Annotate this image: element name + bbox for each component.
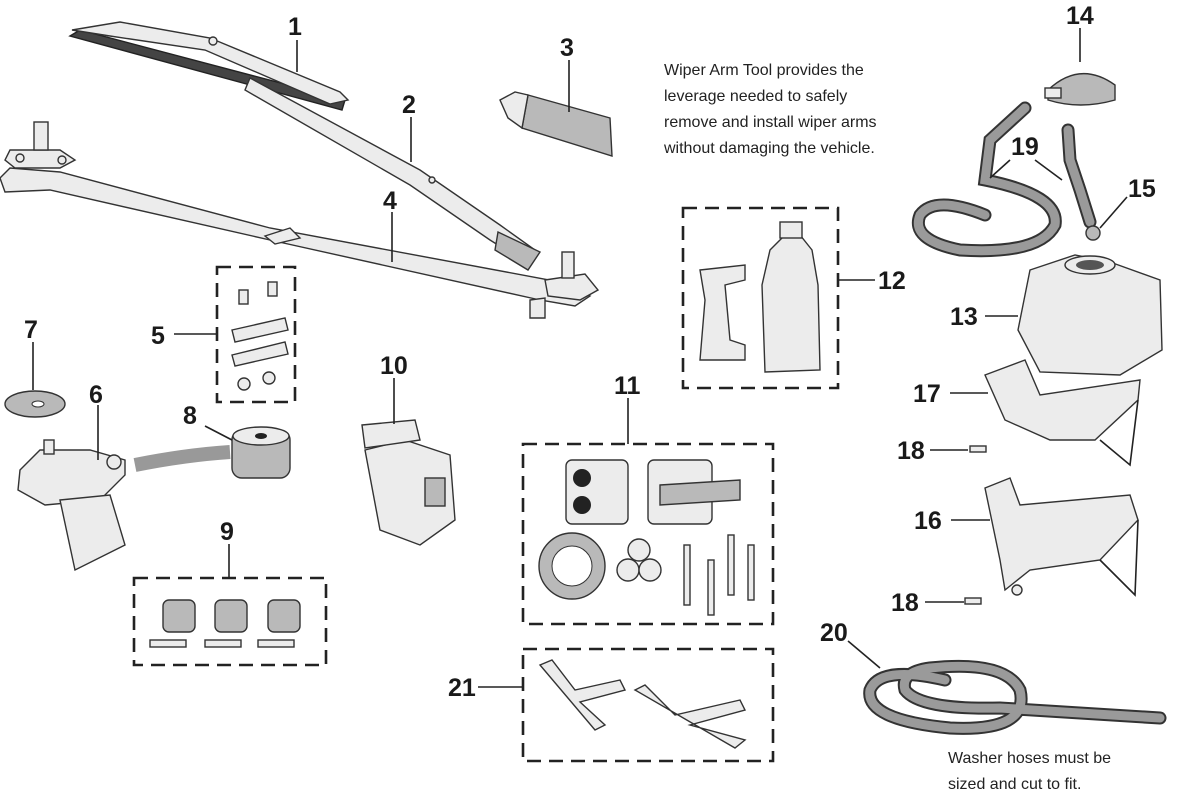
washer-hose-coil — [863, 659, 1167, 735]
note-line: leverage needed to safely — [664, 88, 848, 105]
wiper-arm — [244, 77, 542, 271]
callout-2: 2 — [402, 91, 416, 119]
reservoir-bracket-16 — [984, 477, 1139, 597]
screw-18b — [964, 597, 982, 605]
callout-15: 15 — [1128, 175, 1156, 203]
callout-labels: 1 2 3 4 5 6 7 8 9 10 11 12 13 14 15 16 1… — [24, 2, 1156, 702]
pump-kit-11 — [521, 442, 775, 626]
reservoir-bracket-17 — [984, 359, 1141, 467]
mount-kit-9 — [132, 576, 328, 667]
callout-1: 1 — [288, 13, 302, 41]
bottle-kit-12 — [681, 206, 840, 390]
callout-4: 4 — [383, 187, 397, 215]
callout-16: 16 — [914, 507, 942, 535]
callout-18a: 18 — [897, 437, 925, 465]
hardware-kit-5 — [215, 265, 297, 404]
note-line: Wiper Arm Tool provides the — [664, 62, 864, 79]
wiper-tool-note: Wiper Arm Tool provides the leverage nee… — [664, 58, 877, 162]
bushing — [133, 426, 291, 479]
washer-disc — [4, 390, 66, 418]
callout-14: 14 — [1066, 2, 1094, 30]
wiper-blade — [68, 21, 350, 111]
nozzle-kit-21 — [521, 647, 775, 763]
callout-10: 10 — [380, 352, 408, 380]
callout-18b: 18 — [891, 589, 919, 617]
reservoir-cap — [1044, 72, 1116, 106]
callout-5: 5 — [151, 322, 165, 350]
screw-18a — [969, 445, 987, 453]
washer-reservoir — [1017, 254, 1163, 376]
note-line: sized and cut to fit. — [948, 776, 1082, 793]
note-line: Washer hoses must be — [948, 750, 1112, 767]
callout-13: 13 — [950, 303, 978, 331]
reservoir-hose — [912, 101, 1097, 258]
hose-elbow — [1085, 225, 1101, 241]
callout-12: 12 — [878, 267, 906, 295]
leader-lines — [32, 28, 1128, 688]
callout-17: 17 — [913, 380, 941, 408]
callout-11: 11 — [614, 372, 641, 400]
callout-3: 3 — [560, 34, 574, 62]
callout-8: 8 — [183, 402, 197, 430]
washer-pump — [361, 419, 456, 546]
wiper-linkage — [0, 121, 600, 319]
callout-9: 9 — [220, 518, 234, 546]
wiper-motor — [17, 439, 126, 572]
note-line: without damaging the vehicle. — [664, 140, 875, 157]
callout-19: 19 — [1011, 133, 1039, 161]
callout-6: 6 — [89, 381, 103, 409]
note-line: remove and install wiper arms — [664, 114, 877, 131]
callout-21: 21 — [448, 674, 476, 702]
wiper-arm-tool — [499, 91, 613, 157]
callout-7: 7 — [24, 316, 38, 344]
callout-20: 20 — [820, 619, 848, 647]
hose-note: Washer hoses must be sized and cut to fi… — [948, 746, 1111, 798]
